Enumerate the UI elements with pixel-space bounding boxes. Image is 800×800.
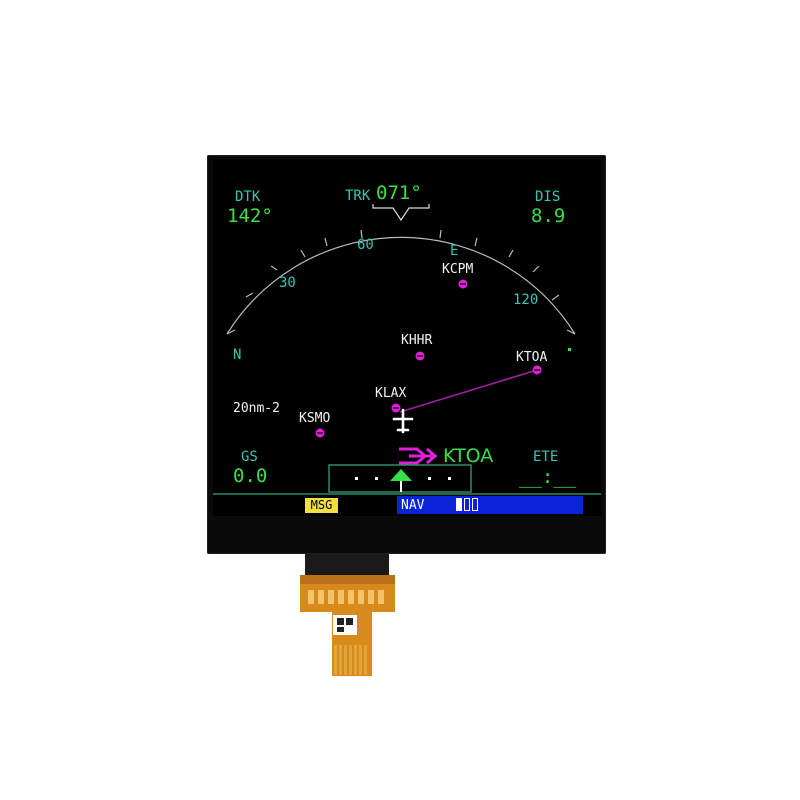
nav-signal-block-1 <box>456 498 462 511</box>
ete-value: __:__ <box>519 466 577 488</box>
compass-label-e: E <box>450 243 459 259</box>
waypoint-ksmo-label: KSMO <box>299 411 331 426</box>
dtk-value: 142° <box>227 205 273 227</box>
waypoint-symbols <box>315 279 542 438</box>
nav-mode-label: NAV <box>401 498 425 513</box>
direct-to-icon <box>399 447 438 465</box>
waypoint-kcpm-label: KCPM <box>442 262 474 277</box>
waypoint-klax-label: KLAX <box>375 386 407 401</box>
navigation-display: DTK 142° TRK 071° DIS 8.9 N 30 60 E 120 … <box>213 160 601 516</box>
trk-label: TRK <box>345 188 371 204</box>
compass-label-120: 120 <box>513 292 539 308</box>
dis-value: 8.9 <box>531 205 566 227</box>
ete-label: ETE <box>533 449 559 465</box>
compass-label-n: N <box>233 347 242 363</box>
map-range-label: 20nm-2 <box>233 401 280 416</box>
course-line <box>399 369 538 413</box>
cdi-dots <box>355 477 451 480</box>
cdi-to-indicator-icon <box>390 469 412 481</box>
dtk-label: DTK <box>235 189 261 205</box>
gs-label: GS <box>241 449 258 465</box>
nav-status-bar <box>397 496 583 514</box>
waypoint-khhr-label: KHHR <box>401 333 433 348</box>
active-destination: KTOA <box>443 445 494 467</box>
compass-ticks <box>226 229 576 335</box>
moving-map-graphics <box>213 204 601 495</box>
track-bracket <box>372 204 430 222</box>
nav-signal-block-2 <box>464 498 470 511</box>
dis-label: DIS <box>535 189 561 205</box>
aircraft-icon <box>392 408 414 434</box>
compass-arc <box>226 236 576 335</box>
gs-value: 0.0 <box>233 465 268 487</box>
nav-signal-block-3 <box>472 498 478 511</box>
compass-label-30: 30 <box>279 275 296 291</box>
waypoint-ktoa-label: KTOA <box>516 350 548 365</box>
trk-value: 071° <box>376 182 422 204</box>
compass-label-60: 60 <box>357 237 374 253</box>
msg-button[interactable]: MSG <box>305 498 338 513</box>
